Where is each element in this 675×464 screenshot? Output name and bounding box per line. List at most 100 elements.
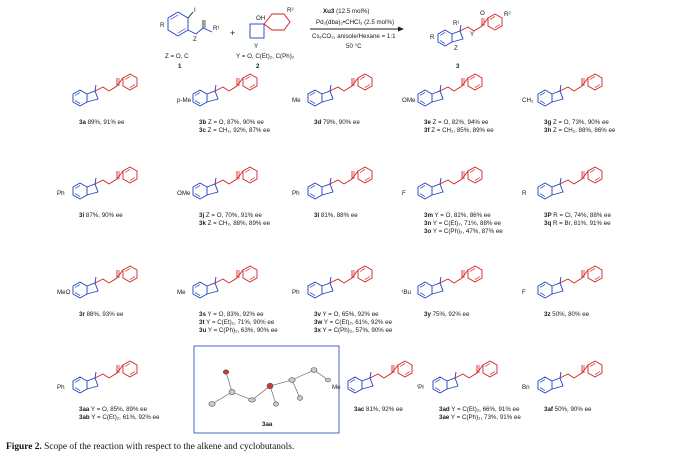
compound-group: F3z 50%, 80% ee [522, 265, 603, 318]
compound-result-line: 3h Z = CH₂, 88%, 86% ee [544, 127, 616, 134]
compound-result-line: 3k Z = CH₂, 88%, 89% ee [199, 220, 271, 227]
plus-sign: + [230, 28, 235, 38]
compound-structure: Ph [292, 265, 373, 299]
compound-result-line: 3y 75%, 92% ee [424, 311, 470, 318]
compound-result-line: 3n Y = C(Et)₂, 71%, 88% ee [424, 220, 502, 227]
substituent-label: Ph [57, 190, 65, 197]
substituent-label: Bn [522, 384, 530, 391]
compound-number: 3t [199, 319, 205, 326]
compound-yield-ee: Y = O, 82%, 86% ee [433, 212, 491, 219]
substituent-label: ⁱPr [417, 383, 424, 391]
compound-number: 3d [314, 119, 321, 126]
compound-number: 3h [544, 127, 551, 134]
caption-figure-number: Figure 2. [6, 442, 42, 452]
compound-result-line: 3ac 81%, 92% ee [354, 406, 403, 413]
compound-result-line: 3v Y = O, 65%, 92% ee [314, 311, 379, 318]
compound-result-line: 3ad Y = C(Et)₂, 66%, 91% ee [439, 406, 520, 413]
compound-yield-ee: Y = C(Et)₂, 61%, 92% ee [322, 319, 392, 326]
compound-yield-ee: Z = O, 70%, 91% ee [204, 212, 262, 219]
arrow-head-icon [398, 26, 404, 32]
compound-number: 3ad [439, 406, 450, 413]
compound-result-line: 3l 81%, 88% ee [314, 212, 358, 219]
compound-number: 3f [424, 127, 430, 134]
compound-result-line: 3z 50%, 80% ee [544, 311, 590, 318]
figure-caption: Figure 2. Scope of the reaction with res… [6, 442, 666, 452]
compound-yield-ee: Y = C(Et)₂, 71%, 90% ee [205, 319, 275, 326]
compound-result-line: 3i 87%, 90% ee [79, 212, 123, 219]
conditions-line-1: Xu3 (12.5 mol%) [323, 8, 369, 15]
compound-number: 3u [199, 327, 206, 334]
substituent-label: Me [332, 384, 341, 391]
reagent-2-y-options: Y = O, C(Et)₂, C(Ph)₂ [236, 53, 295, 60]
compound-yield-ee: Z = O, 73%, 90% ee [551, 119, 609, 126]
compound-yield-ee: Z = CH₂, 85%, 89% ee [430, 127, 495, 134]
compound-structure: Me [177, 265, 258, 299]
compound-number: 3z [544, 311, 551, 318]
compound-yield-ee: 75%, 92% ee [431, 311, 470, 318]
product-number: 3 [456, 63, 460, 70]
caption-text: Scope of the reaction with respect to th… [41, 442, 295, 452]
compound-structure: ⁱPr [417, 360, 498, 394]
compound-structure: R [522, 166, 603, 200]
compound-result-line: 3aa Y = O, 85%, 89% ee [79, 406, 148, 413]
product-o: O [480, 10, 485, 17]
compound-yield-ee: Y = C(Ph)₂, 63%, 90% ee [206, 327, 278, 334]
reaction-conditions: Xu3 (12.5 mol%) Pd₂(dba)₃•CHCl₃ (2.5 mol… [310, 8, 404, 50]
reagent-2-y: Y [254, 43, 258, 50]
compound-number: 3v [314, 311, 321, 318]
substituent-label: CH₃ [522, 97, 534, 104]
compound-result-line: 3m Y = O, 82%, 86% ee [424, 212, 491, 219]
compound-result-line: 3u Y = C(Ph)₂, 63%, 90% ee [199, 327, 278, 334]
compound-result-line: 3s Y = O, 83%, 92% ee [199, 311, 264, 318]
compound-result-line: 3a 89%, 91% ee [79, 119, 125, 126]
compound-result-line: 3j Z = O, 70%, 91% ee [199, 212, 262, 219]
substituent-label: p-Me [177, 97, 192, 104]
compound-result-line: 3q R = Br, 81%, 91% ee [544, 220, 611, 227]
compound-result-line: 3e Z = O, 82%, 94% ee [424, 119, 489, 126]
compound-yield-ee: Y = O, 83%, 92% ee [206, 311, 264, 318]
compound-structure: Ph [57, 166, 138, 200]
product-3-structure: R R¹ Z Y O R² 3 [430, 10, 511, 70]
compound-result-line: 3af 50%, 90% ee [544, 406, 592, 413]
compound-result-line: 3ab Y = C(Et)₂, 61%, 92% ee [79, 414, 160, 421]
xray-label: 3aa [262, 421, 273, 428]
compound-result-line: 3x Y = C(Ph)₂, 57%, 90% ee [314, 327, 393, 334]
compound-yield-ee: 89%, 91% ee [86, 119, 125, 126]
compound-structure: Ph [292, 166, 373, 200]
compound-result-line: 3r 88%, 93% ee [79, 311, 124, 318]
compound-result-line: 3g Z = O, 73%, 90% ee [544, 119, 609, 126]
substituent-label: R [522, 190, 527, 197]
compound-group: 3a 89%, 91% ee [72, 73, 138, 126]
substituent-label: ᵗBu [402, 289, 411, 296]
reagent-1-number: 1 [178, 63, 182, 70]
reagent-1-z: Z [193, 36, 197, 43]
compound-structure: MeO [57, 265, 138, 299]
reagent-1-z-options: Z = O, C [165, 53, 189, 60]
xray-structure-panel: 3aa [193, 345, 340, 434]
compound-yield-ee: 81%, 88% ee [319, 212, 358, 219]
compound-group: Ph 3l 81%, 88% ee [292, 166, 373, 219]
compound-number: 3k [199, 220, 206, 227]
compound-number: 3o [424, 228, 431, 235]
compound-yield-ee: Y = O, 65%, 92% ee [321, 311, 379, 318]
compound-yield-ee: 87%, 90% ee [84, 212, 123, 219]
compound-number: 3ae [439, 414, 450, 421]
compound-number: 3l [314, 212, 319, 219]
compound-structure: F [402, 166, 483, 200]
compound-number: 3ab [79, 414, 90, 421]
compound-yield-ee: Y = O, 85%, 89% ee [89, 406, 147, 413]
product-r: R [430, 34, 435, 41]
substituent-label: OMe [402, 97, 416, 104]
compound-yield-ee: Y = C(Et)₂, 66%, 91% ee [450, 406, 520, 413]
compound-number: 3i [79, 212, 84, 219]
product-r2: R² [504, 11, 511, 18]
compound-yield-ee: Z = CH₂, 92%, 87% ee [206, 127, 271, 134]
compound-number: 3r [79, 311, 85, 318]
compound-yield-ee: 81%, 92% ee [364, 406, 403, 413]
